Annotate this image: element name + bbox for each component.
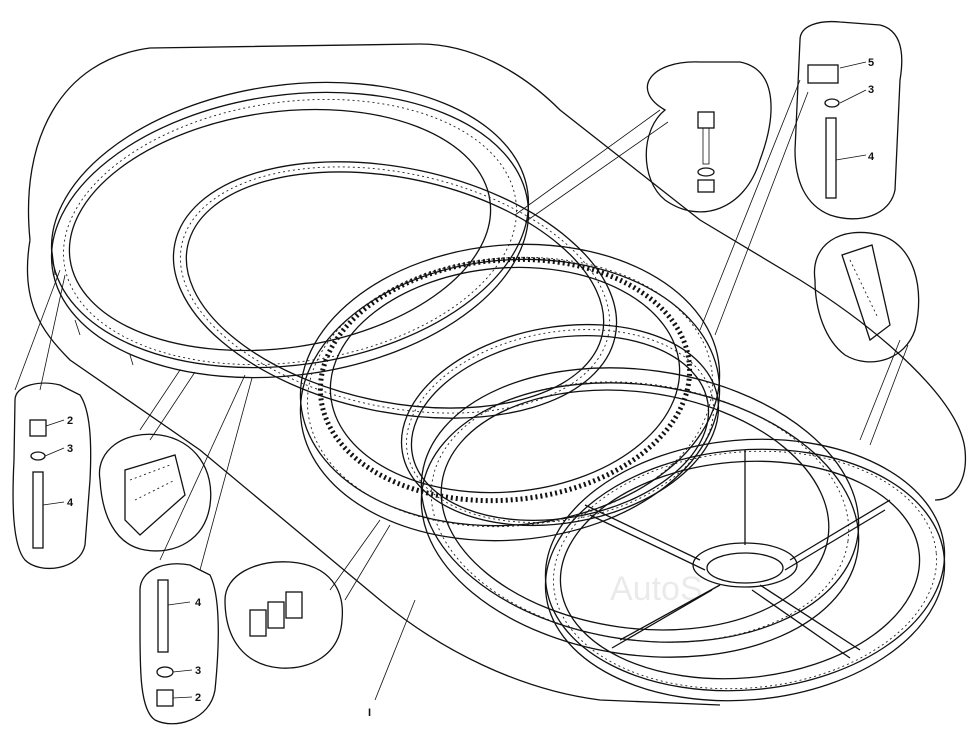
watermark-text: AutoS [610, 570, 703, 608]
callout-top-right: 5 3 4 [794, 20, 903, 220]
bracket-icon [841, 244, 891, 342]
callout-bolt-top-center [645, 61, 772, 213]
callout-bottom-left: 4 3 2 [139, 563, 219, 725]
callout-label-2: 2 [195, 692, 201, 704]
pin-icon [285, 591, 303, 619]
block-icon [807, 64, 839, 84]
washer-icon [697, 167, 715, 177]
callout-pins [224, 561, 344, 669]
top-bearing-ring [50, 81, 530, 379]
bolt-head-icon [697, 111, 715, 129]
callout-label-5: 5 [868, 57, 874, 69]
assembly-outline [26, 43, 967, 706]
callout-label-3: 3 [67, 443, 73, 455]
thin-seal-ring [172, 161, 618, 419]
nut-icon [697, 179, 715, 193]
callout-label-3: 3 [195, 665, 201, 677]
callout-label-4: 4 [195, 597, 202, 609]
callout-label-4: 4 [868, 151, 875, 163]
callout-left: 2 3 4 [12, 382, 92, 570]
bolt-shank-icon [702, 127, 710, 165]
bolt-icon [157, 579, 169, 653]
washer-icon [824, 98, 840, 108]
internal-gear-ring [299, 243, 721, 542]
callout-label-3: 3 [868, 84, 874, 96]
nut-icon [156, 689, 174, 707]
callout-bracket-left [98, 433, 212, 552]
callout-label-2: 2 [67, 415, 73, 427]
spoked-frame: AutoS [544, 438, 946, 702]
inner-race-ring [400, 323, 720, 527]
assembly-label: I [368, 707, 371, 719]
bracket-icon [124, 454, 186, 536]
callout-bracket-right [813, 231, 920, 363]
leader-lines [14, 79, 909, 701]
washer-icon [156, 666, 174, 678]
pin-icon [267, 601, 285, 629]
washer-icon [30, 451, 46, 461]
bolt-icon [825, 117, 837, 199]
callout-label-4: 4 [67, 497, 74, 509]
bolt-icon [32, 471, 44, 549]
nut-icon [29, 419, 47, 437]
pin-icon [249, 609, 267, 637]
